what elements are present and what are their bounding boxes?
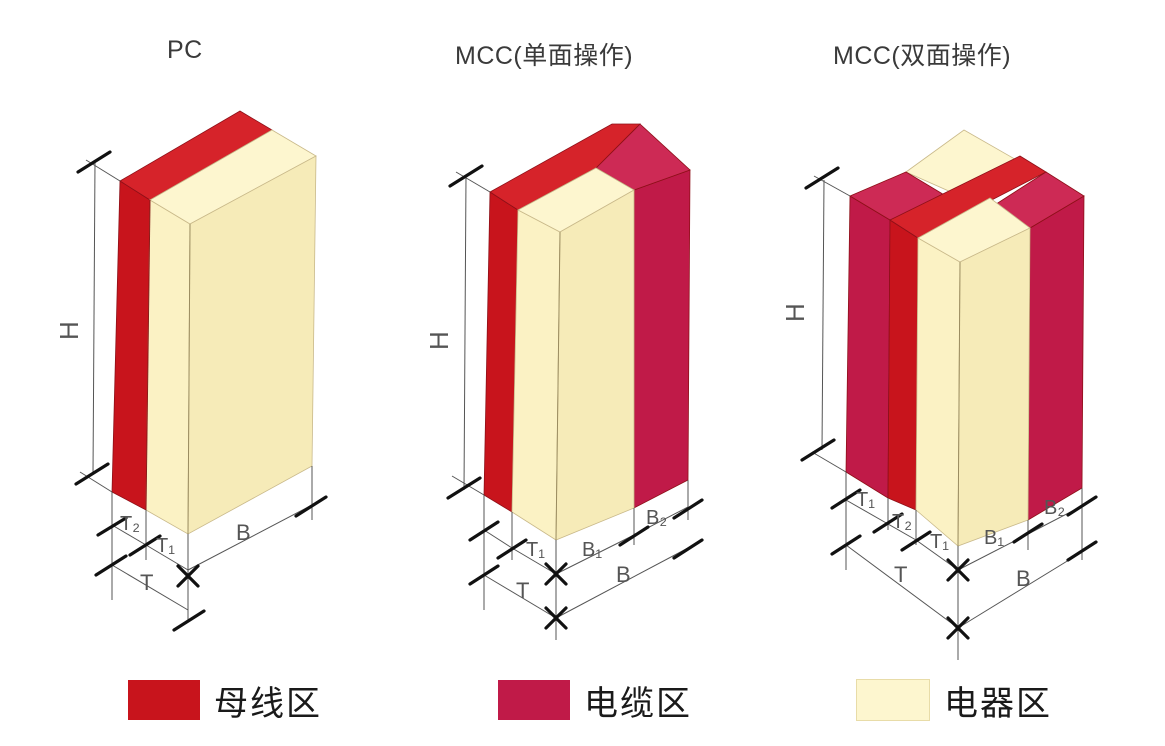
legend-device: 电器区 <box>856 677 1052 724</box>
mcc-double-right-cable-side <box>1027 195 1085 521</box>
mcc-single-label-t1: T₁ <box>526 539 545 561</box>
pc-label-t: T <box>140 570 153 595</box>
mcc-double-label-b1: B₁ <box>984 527 1004 549</box>
mcc-double-busbar-front <box>887 219 919 511</box>
mcc-double-label-t1-left: T₁ <box>856 489 875 511</box>
diagram-svg: H T₂ T₁ T B <box>54 110 1098 660</box>
mcc-single-label-t: T <box>516 578 529 603</box>
legend-cable: 电缆区 <box>498 677 692 724</box>
mcc-single-label-h: H <box>424 331 454 350</box>
title-mcc-double: MCC(双面操作) <box>833 42 1012 70</box>
pc-label-h: H <box>54 321 84 340</box>
pc-label-b: B <box>236 520 251 545</box>
pc-busbar-front <box>111 180 151 511</box>
mcc-double-label-h: H <box>780 303 810 322</box>
pc-ticks <box>74 150 328 632</box>
pc-label-t2: T₂ <box>120 513 140 535</box>
mcc-single-dimensions <box>451 171 689 640</box>
mcc-double-label-t2: T₂ <box>892 511 912 533</box>
pc-device-front <box>145 199 191 535</box>
pc-cabinet: H T₂ T₁ T B <box>54 110 328 632</box>
pc-dimensions <box>79 159 313 620</box>
mcc-double-device-side <box>957 227 1031 547</box>
mcc-single-cable-side <box>633 169 691 509</box>
mcc-single-label-b1: B₁ <box>582 539 602 561</box>
mcc-single-busbar-top <box>489 123 641 211</box>
pc-label-t1: T₁ <box>156 535 175 557</box>
mcc-double-label-t: T <box>894 562 907 587</box>
title-mcc-single: MCC(单面操作) <box>455 42 634 70</box>
legend-busbar: 母线区 <box>128 677 322 724</box>
legend-cable-label: 电缆区 <box>584 683 692 724</box>
legend-device-label: 电器区 <box>944 683 1052 724</box>
mcc-double-label-t1: T₁ <box>930 531 949 553</box>
mcc-double-label-b: B <box>1016 566 1031 591</box>
mcc-single-label-b2: B₂ <box>646 507 667 529</box>
mcc-double-left-cable-front <box>845 195 891 499</box>
legend-device-swatch <box>856 679 930 721</box>
mcc-single-ticks <box>446 164 704 630</box>
legend-cable-swatch <box>498 680 570 720</box>
mcc-double-ticks <box>800 166 1098 640</box>
mcc-double-label-b2: B₂ <box>1044 497 1065 519</box>
mcc-double-cabinet: H T₁ T₂ T₁ T B₁ B₂ B <box>780 129 1098 660</box>
mcc-single-label-b: B <box>616 562 631 587</box>
mcc-single-cabinet: H T₁ T B₁ B₂ B <box>424 123 704 640</box>
legend-busbar-label: 母线区 <box>214 683 322 724</box>
mcc-single-device-front <box>511 209 561 541</box>
mcc-single-device-side <box>555 189 635 541</box>
legend-busbar-swatch <box>128 680 200 720</box>
title-pc: PC <box>167 36 203 64</box>
mcc-double-device-front <box>915 237 961 547</box>
